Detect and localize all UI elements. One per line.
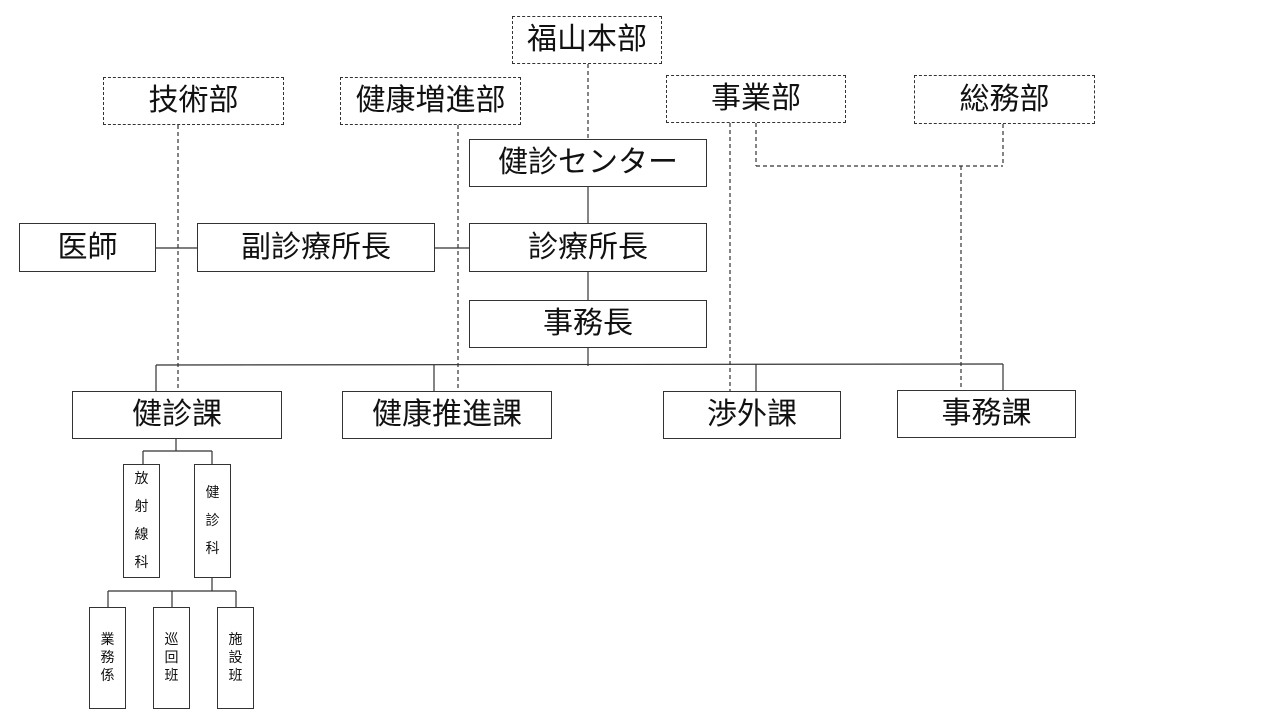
char: 科 (205, 541, 220, 557)
node-checkup-section: 健診課 (72, 391, 282, 439)
node-facility-team: 施 設 班 (217, 607, 254, 709)
node-general-affairs-dept: 総務部 (914, 75, 1095, 124)
char: 線 (134, 527, 149, 543)
node-label: 事業部 (711, 81, 801, 116)
node-label: 健診センター (498, 145, 678, 180)
node-label: 渉外課 (707, 397, 797, 432)
node-label: 副診療所長 (241, 229, 391, 265)
char: 巡 (164, 632, 179, 648)
char: 施 (228, 632, 243, 648)
node-label: 事務課 (941, 396, 1032, 431)
node-deputy-director: 副診療所長 (197, 223, 435, 272)
node-external-affairs-section: 渉外課 (663, 391, 841, 439)
node-administration-section: 事務課 (897, 390, 1076, 438)
node-label: 総務部 (959, 81, 1050, 117)
node-checkup-center: 健診センター (469, 139, 707, 187)
char: 班 (164, 668, 179, 684)
node-label: 技術部 (148, 83, 239, 118)
char: 設 (228, 650, 243, 666)
char: 業 (100, 632, 115, 648)
node-technical-dept: 技術部 (103, 77, 284, 125)
node-radiology-unit: 放 射 線 科 (123, 464, 160, 578)
node-health-promotion-section: 健康推進課 (342, 391, 552, 439)
char: 放 (134, 471, 149, 487)
node-office-manager: 事務長 (469, 300, 707, 348)
char: 射 (134, 499, 149, 515)
char: 務 (100, 650, 115, 666)
node-label: 診療所長 (528, 229, 648, 265)
node-operations-team: 業 務 係 (89, 607, 126, 709)
char: 健 (205, 485, 220, 501)
char: 係 (100, 668, 115, 684)
node-health-promotion-dept: 健康増進部 (340, 77, 521, 125)
char: 班 (228, 668, 243, 684)
node-mobile-team: 巡 回 班 (153, 607, 190, 709)
node-label: 健診課 (132, 397, 222, 432)
node-fukuyama-hq: 福山本部 (512, 16, 662, 64)
node-label: 事務長 (543, 306, 633, 341)
node-label: 健康推進課 (372, 397, 522, 432)
node-label: 健康増進部 (355, 83, 506, 118)
node-label: 医師 (57, 229, 118, 265)
node-checkup-unit: 健 診 科 (194, 464, 231, 578)
node-label: 福山本部 (527, 22, 647, 57)
char: 診 (205, 513, 220, 529)
char: 回 (164, 650, 179, 666)
node-clinic-director: 診療所長 (469, 223, 707, 272)
node-business-dept: 事業部 (666, 75, 846, 123)
char: 科 (134, 555, 149, 571)
node-doctor: 医師 (19, 223, 156, 272)
